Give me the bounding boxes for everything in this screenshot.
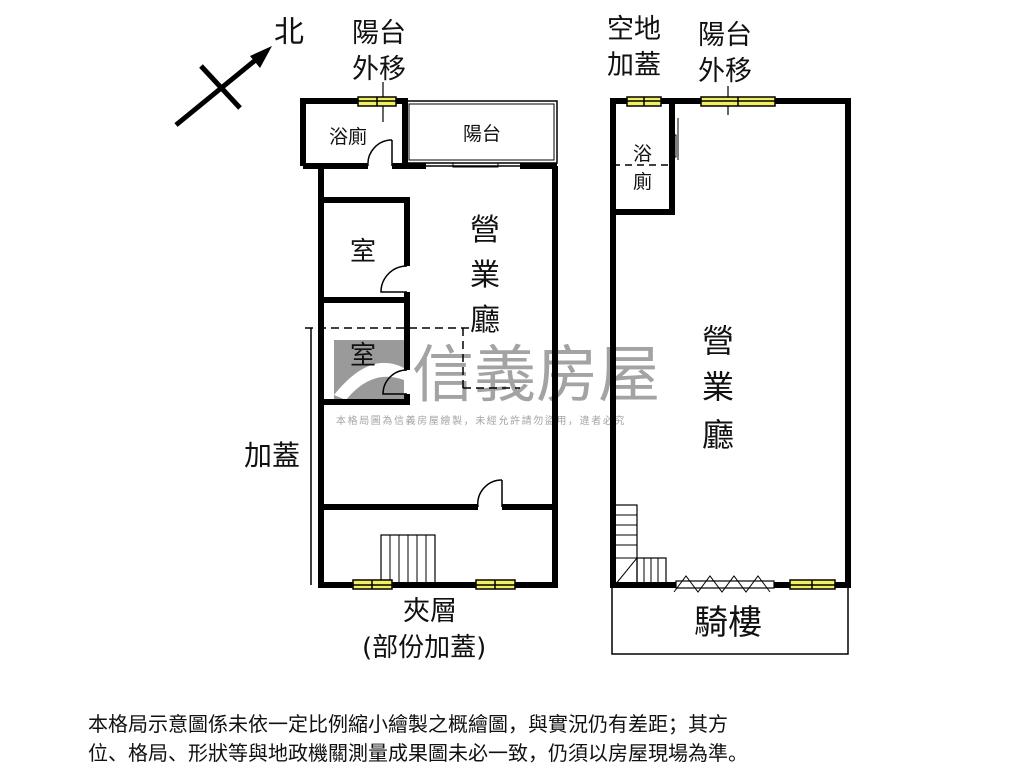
- watermark-brand: 信義房屋: [412, 338, 660, 411]
- right-balcony-moved-label-2: 外移: [698, 56, 752, 87]
- left-windows: [352, 96, 516, 590]
- disclaimer-line-1: 本格局示意圖係未依一定比例縮小繪製之概繪圖，與實況仍有差距；其方: [88, 712, 728, 736]
- watermark-logo-icon: [334, 340, 404, 400]
- right-windows: [626, 96, 836, 590]
- right-hall-label-1: 營: [702, 322, 734, 360]
- left-balcony-label: 陽台: [463, 123, 501, 145]
- extension-label: 加蓋: [244, 439, 300, 472]
- open-space-label-1: 空地: [607, 14, 661, 45]
- left-hall-label-1: 營: [470, 213, 500, 248]
- right-hall-label-3: 廳: [702, 416, 734, 454]
- left-hall-label-3: 廳: [470, 303, 500, 338]
- room-2-label: 室: [350, 341, 376, 371]
- right-bathroom-label-2: 廁: [633, 170, 652, 193]
- right-bathroom-label-1: 浴: [633, 143, 652, 165]
- left-balcony-moved-label-2: 外移: [352, 54, 406, 85]
- watermark-notice: 本格局圖為信義房屋繪製，未經允許請勿盜用，違者必究: [336, 414, 626, 427]
- left-balcony-moved-label-1: 陽台: [352, 18, 406, 49]
- right-balcony-moved-label-1: 陽台: [698, 20, 752, 51]
- right-hall-label-2: 業: [702, 368, 734, 406]
- disclaimer-line-2: 位、格局、形狀等與地政機關測量成果圖未必一致，仍須以房屋現場為準。: [88, 741, 748, 765]
- left-hall-label-2: 業: [470, 258, 500, 293]
- left-plan: [300, 82, 558, 588]
- open-space-label-2: 加蓋: [607, 50, 661, 81]
- mezzanine-note: (部份加蓋): [362, 633, 486, 663]
- north-label: 北: [274, 15, 304, 50]
- mezzanine-label: 夾層: [403, 596, 457, 627]
- arcade-label: 騎樓: [694, 603, 762, 643]
- room-1-label: 室: [350, 237, 376, 267]
- watermark: 信義房屋 本格局圖為信義房屋繪製，未經允許請勿盜用，違者必究: [334, 338, 660, 427]
- north-arrow-icon: [174, 46, 272, 127]
- left-bathroom-label: 浴廁: [329, 125, 367, 148]
